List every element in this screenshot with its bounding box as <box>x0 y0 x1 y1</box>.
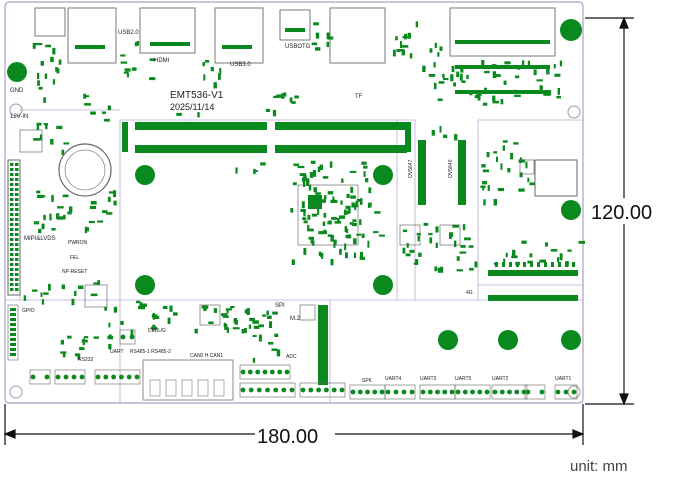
uart3-label: UART3 <box>420 376 437 382</box>
12v-in-label: 12V-IN <box>10 114 28 120</box>
mounting-holes <box>7 19 582 350</box>
board-date-label: 2025/11/14 <box>170 102 214 112</box>
pwron-label: PWRON <box>68 240 88 246</box>
gnd-label: GND <box>10 88 24 94</box>
np-reset-label: NP-RESET <box>62 269 87 275</box>
tf-label: TF <box>355 94 363 100</box>
m2-label: M.2 <box>290 316 301 322</box>
gpio-label: GPIO <box>22 308 35 314</box>
fel-label: FEL <box>70 255 79 261</box>
can-label: CAN0 H CAN1 <box>190 353 223 359</box>
top-connectors <box>34 7 556 64</box>
uart-label: UART <box>110 349 124 355</box>
width-dimension-label: 180.00 <box>257 426 318 448</box>
silkscreen-text: EMT536-V1 2025/11/14 USB2.0 HDMI USB3.0 … <box>10 30 572 384</box>
board-model-label: EMT536-V1 <box>170 90 224 101</box>
board-outline <box>4 1 584 404</box>
height-label-bg <box>590 198 666 224</box>
uart2-label: UART2 <box>492 376 509 382</box>
rs232-label: RS232 <box>78 357 94 363</box>
rs485-housing <box>142 359 234 401</box>
debug-label: DEBUG <box>148 328 166 334</box>
mipi-lvds-header <box>7 159 21 296</box>
soc-connector <box>122 122 411 153</box>
rs485-label: RS485-1 RS485-2 <box>130 349 171 355</box>
smd-components <box>19 21 585 363</box>
bottom-terminals <box>29 329 578 400</box>
adc-label: ADC <box>286 354 297 360</box>
width-label-bg <box>255 424 335 448</box>
usbotg-label: USBOTG <box>285 44 311 50</box>
spi-label: SPI <box>275 303 285 309</box>
spk-label: SPK <box>362 378 373 384</box>
4g-label: 4G <box>466 290 473 296</box>
mipi-lvds-label: MIPI&LVDS <box>24 236 56 242</box>
uart1-label: UART1 <box>555 376 572 382</box>
left-header-pins <box>7 163 19 361</box>
unit-label: unit: mm <box>570 458 628 475</box>
uart4-label: UART4 <box>385 376 402 382</box>
usb30-label: USB3.0 <box>230 62 251 68</box>
ov5647-label: OV5647 <box>408 159 414 178</box>
camera-connectors <box>318 140 466 385</box>
module-4g <box>488 159 578 301</box>
uart5-label: UART5 <box>455 376 472 382</box>
ov5640-label: OV5640 <box>448 159 454 178</box>
hdmi-label: HDMI <box>154 58 170 64</box>
silkscreen-lines <box>5 109 583 403</box>
height-dimension-label: 120.00 <box>591 202 652 224</box>
usb20-label: USB2.0 <box>118 30 139 36</box>
